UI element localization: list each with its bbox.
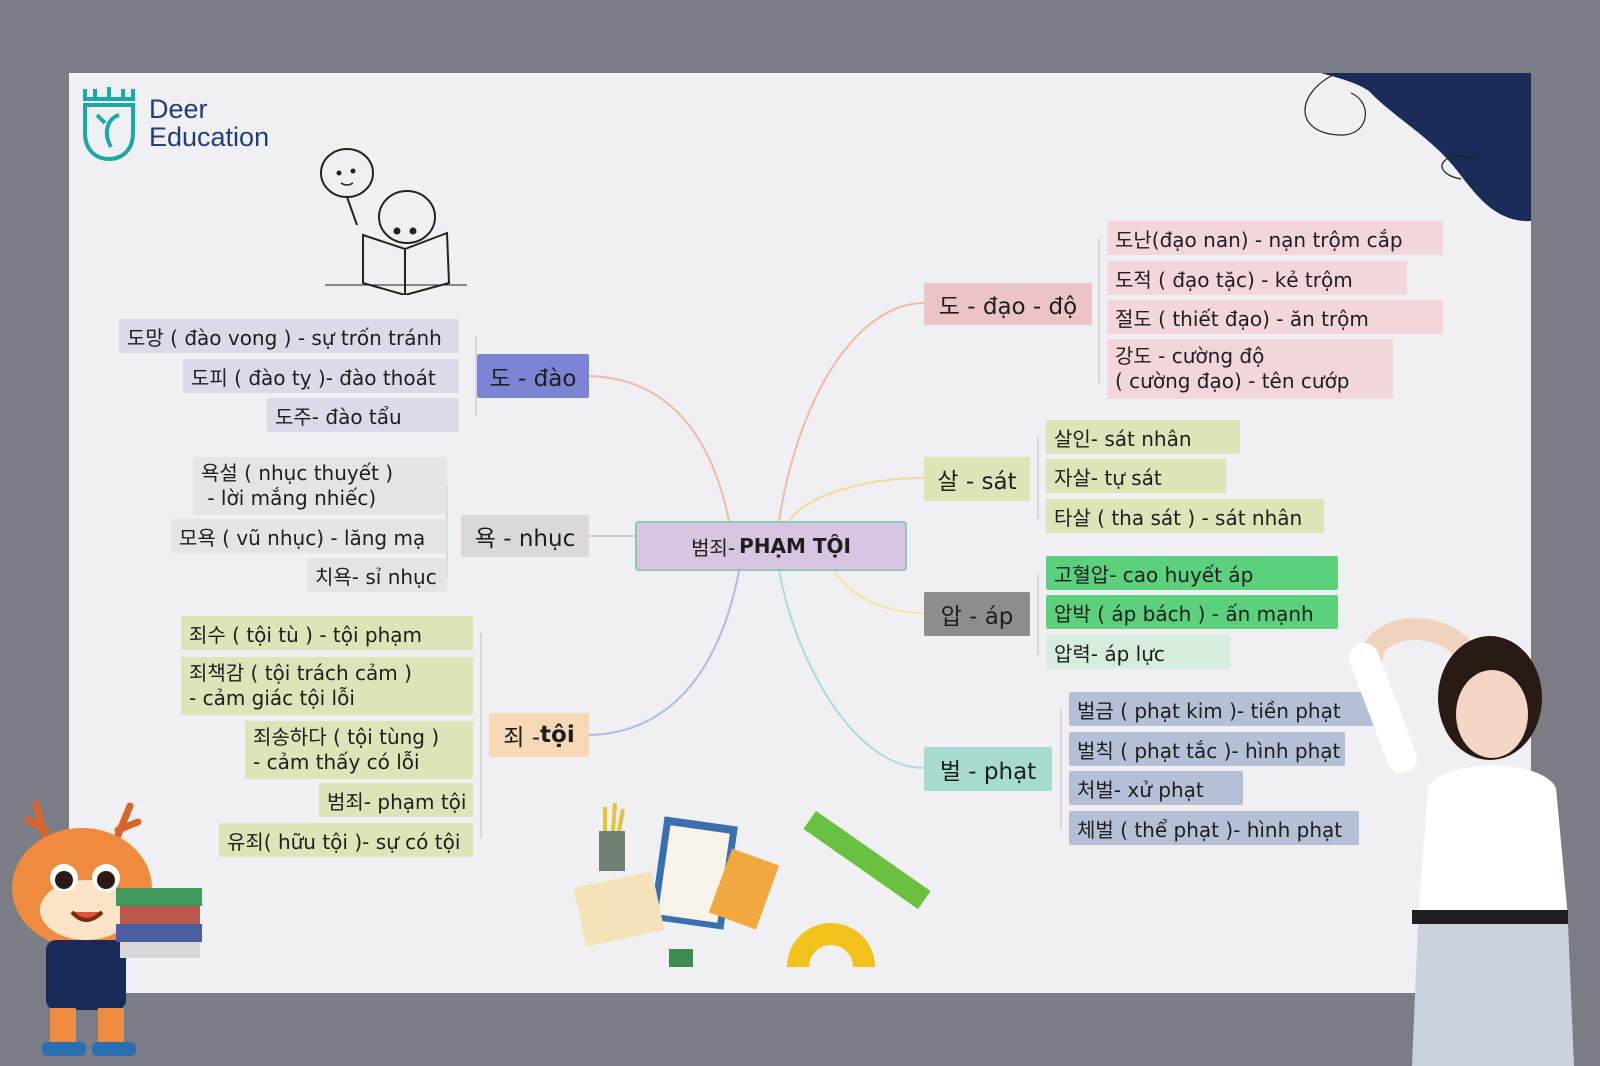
leaf-phat-1[interactable]: 벌금 ( phạt kim )- tiền phạt bbox=[1069, 692, 1381, 726]
leaf-toi-1[interactable]: 죄수 ( tội tù ) - tội phạm bbox=[181, 616, 473, 650]
leaf-ap-3[interactable]: 압력- áp lực bbox=[1046, 635, 1230, 669]
leaf-dao-3[interactable]: 도주- đào tẩu bbox=[267, 398, 459, 432]
stationery-illustration bbox=[573, 802, 931, 967]
leaf-do-2[interactable]: 도적 ( đạo tặc) - kẻ trộm bbox=[1107, 261, 1407, 295]
hub-toi[interactable]: 죄 - tội bbox=[489, 713, 589, 757]
leaf-nhuc-2[interactable]: 모욕 ( vũ nhục) - lăng mạ bbox=[171, 519, 447, 553]
hub-do[interactable]: 도 - đạo - độ bbox=[924, 283, 1092, 325]
leaf-sat-3[interactable]: 타살 ( tha sát ) - sát nhân bbox=[1046, 499, 1324, 533]
deer-mascot-icon bbox=[12, 800, 202, 1056]
mindmap-board: Deer Education 범죄-PHẠM TỘI 도 - đào 도망 ( … bbox=[69, 73, 1531, 993]
hub-nhuc[interactable]: 욕 - nhục bbox=[461, 515, 589, 557]
leaf-do-4[interactable]: 강도 - cường độ ( cường đạo) - tên cướp bbox=[1107, 339, 1393, 399]
hub-toi-ko: 죄 - bbox=[503, 725, 541, 751]
hub-dao[interactable]: 도 - đào bbox=[477, 354, 589, 398]
leaf-toi-4[interactable]: 범죄- phạm tội bbox=[319, 783, 473, 817]
link-center-sat bbox=[788, 477, 925, 522]
leaf-toi-3[interactable]: 죄송하다 ( tội tùng ) - cảm thấy có lỗi bbox=[245, 721, 473, 779]
leaf-phat-4[interactable]: 체벌 ( thể phạt )- hình phạt bbox=[1069, 811, 1359, 845]
brand-logo: Deer Education bbox=[81, 85, 269, 161]
leaf-do-1[interactable]: 도난(đạo nan) - nạn trộm cắp bbox=[1107, 221, 1443, 255]
leaf-ap-2[interactable]: 압박 ( áp bách ) - ấn mạnh bbox=[1046, 595, 1338, 629]
link-center-do bbox=[778, 302, 925, 522]
leaf-ap-1[interactable]: 고혈압- cao huyết áp bbox=[1046, 556, 1338, 590]
leaf-sat-2[interactable]: 자살- tự sát bbox=[1046, 459, 1226, 493]
navy-corner-shape bbox=[1321, 73, 1531, 222]
deer-logo-icon bbox=[83, 87, 135, 161]
hub-ap[interactable]: 압 - áp bbox=[924, 592, 1030, 636]
leaf-dao-1[interactable]: 도망 ( đào vong ) - sự trốn tránh bbox=[119, 319, 459, 353]
leaf-phat-3[interactable]: 처벌- xử phạt bbox=[1069, 771, 1243, 805]
leaf-toi-5[interactable]: 유죄( hữu tội )- sự có tội bbox=[219, 823, 473, 857]
leaf-dao-2[interactable]: 도피 ( đào tỵ )- đào thoát bbox=[183, 359, 459, 393]
center-viet: PHẠM TỘI bbox=[739, 534, 851, 558]
brand-line2: Education bbox=[149, 122, 270, 152]
leaf-phat-2[interactable]: 벌칙 ( phạt tắc )- hình phạt bbox=[1069, 732, 1345, 766]
hub-toi-vi: tội bbox=[540, 722, 575, 748]
center-topic[interactable]: 범죄-PHẠM TỘI bbox=[635, 521, 907, 571]
hub-phat[interactable]: 벌 - phạt bbox=[924, 747, 1052, 791]
link-center-dao bbox=[588, 375, 730, 522]
leaf-nhuc-1[interactable]: 욕설 ( nhục thuyết ) - lời mắng nhiếc) bbox=[193, 457, 447, 515]
hub-sat[interactable]: 살 - sát bbox=[924, 457, 1030, 501]
presenter-figure bbox=[1349, 618, 1574, 1066]
reading-kids-sketch bbox=[320, 148, 467, 295]
leaf-do-3[interactable]: 절도 ( thiết đạo) - ăn trộm bbox=[1107, 300, 1443, 334]
link-center-toi bbox=[588, 570, 740, 736]
link-center-ap bbox=[833, 570, 925, 614]
leaf-toi-2[interactable]: 죄책감 ( tội trách cảm ) - cảm giác tội lỗi bbox=[181, 657, 473, 715]
link-center-phat bbox=[778, 570, 925, 769]
leaf-sat-1[interactable]: 살인- sát nhân bbox=[1046, 420, 1240, 454]
connector-lines bbox=[446, 73, 1531, 838]
brand-name: Deer Education bbox=[149, 95, 269, 151]
center-korean: 범죄- bbox=[691, 535, 736, 560]
leaf-nhuc-3[interactable]: 치욕- sỉ nhục bbox=[307, 558, 447, 592]
brand-line1: Deer bbox=[149, 94, 208, 124]
